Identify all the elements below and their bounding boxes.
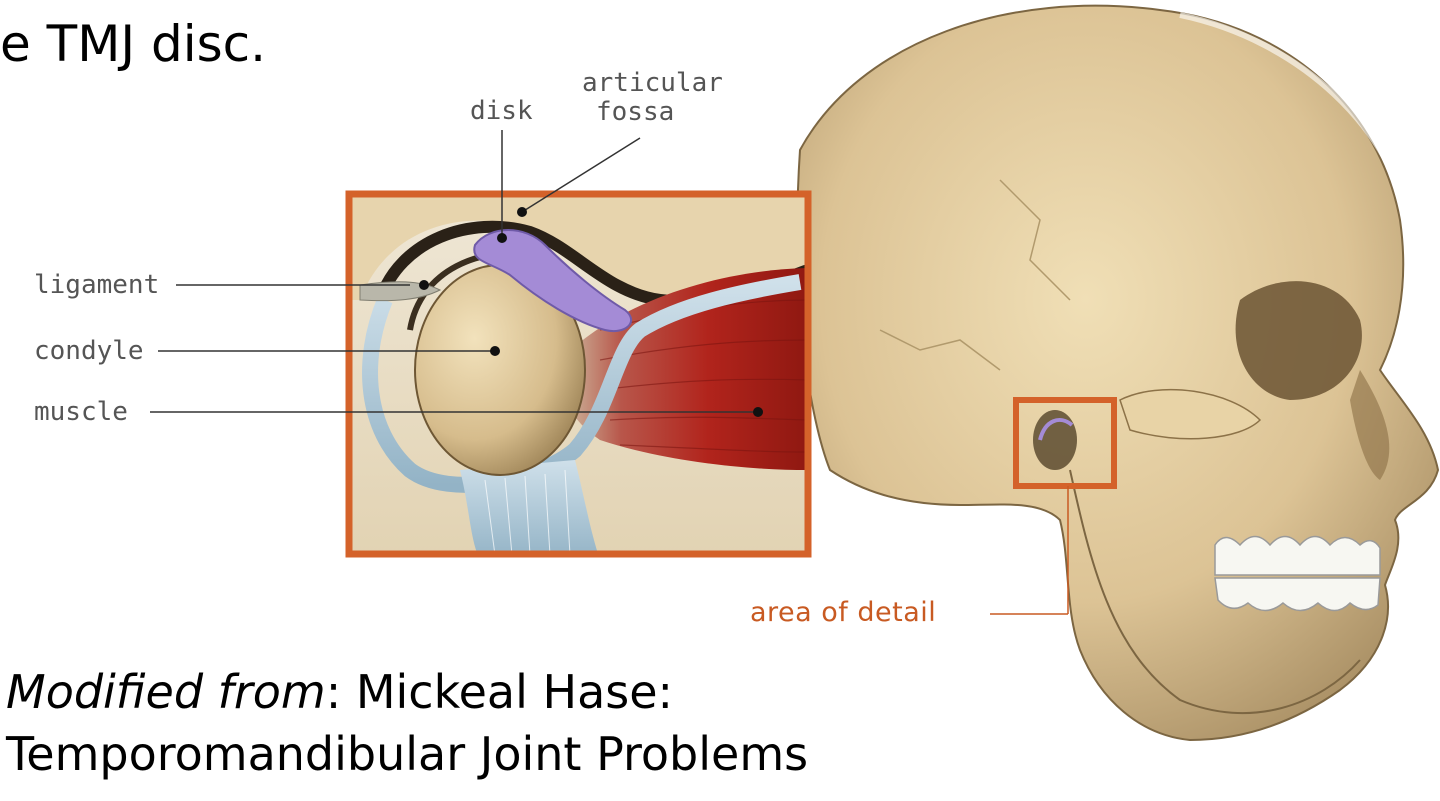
teeth-drawing: [1215, 537, 1380, 611]
label-fossa: fossa: [596, 97, 674, 127]
heading-text: e TMJ disc.: [0, 14, 266, 74]
credit-line-2: Temporomandibular Joint Problems: [6, 726, 808, 782]
label-disk: disk: [470, 96, 533, 126]
label-ligament: ligament: [34, 270, 159, 300]
label-condyle: condyle: [34, 336, 144, 366]
label-muscle: muscle: [34, 397, 128, 427]
credit-author: : Mickeal Hase:: [326, 665, 673, 719]
credit-line-1: Modified from: Mickeal Hase:: [6, 664, 673, 720]
label-articular: articular: [582, 68, 723, 98]
credit-italic-prefix: Modified from: [6, 665, 326, 719]
label-area-of-detail: area of detail: [750, 598, 936, 628]
detail-inset: [349, 194, 808, 560]
skull-drawing: [797, 6, 1438, 740]
